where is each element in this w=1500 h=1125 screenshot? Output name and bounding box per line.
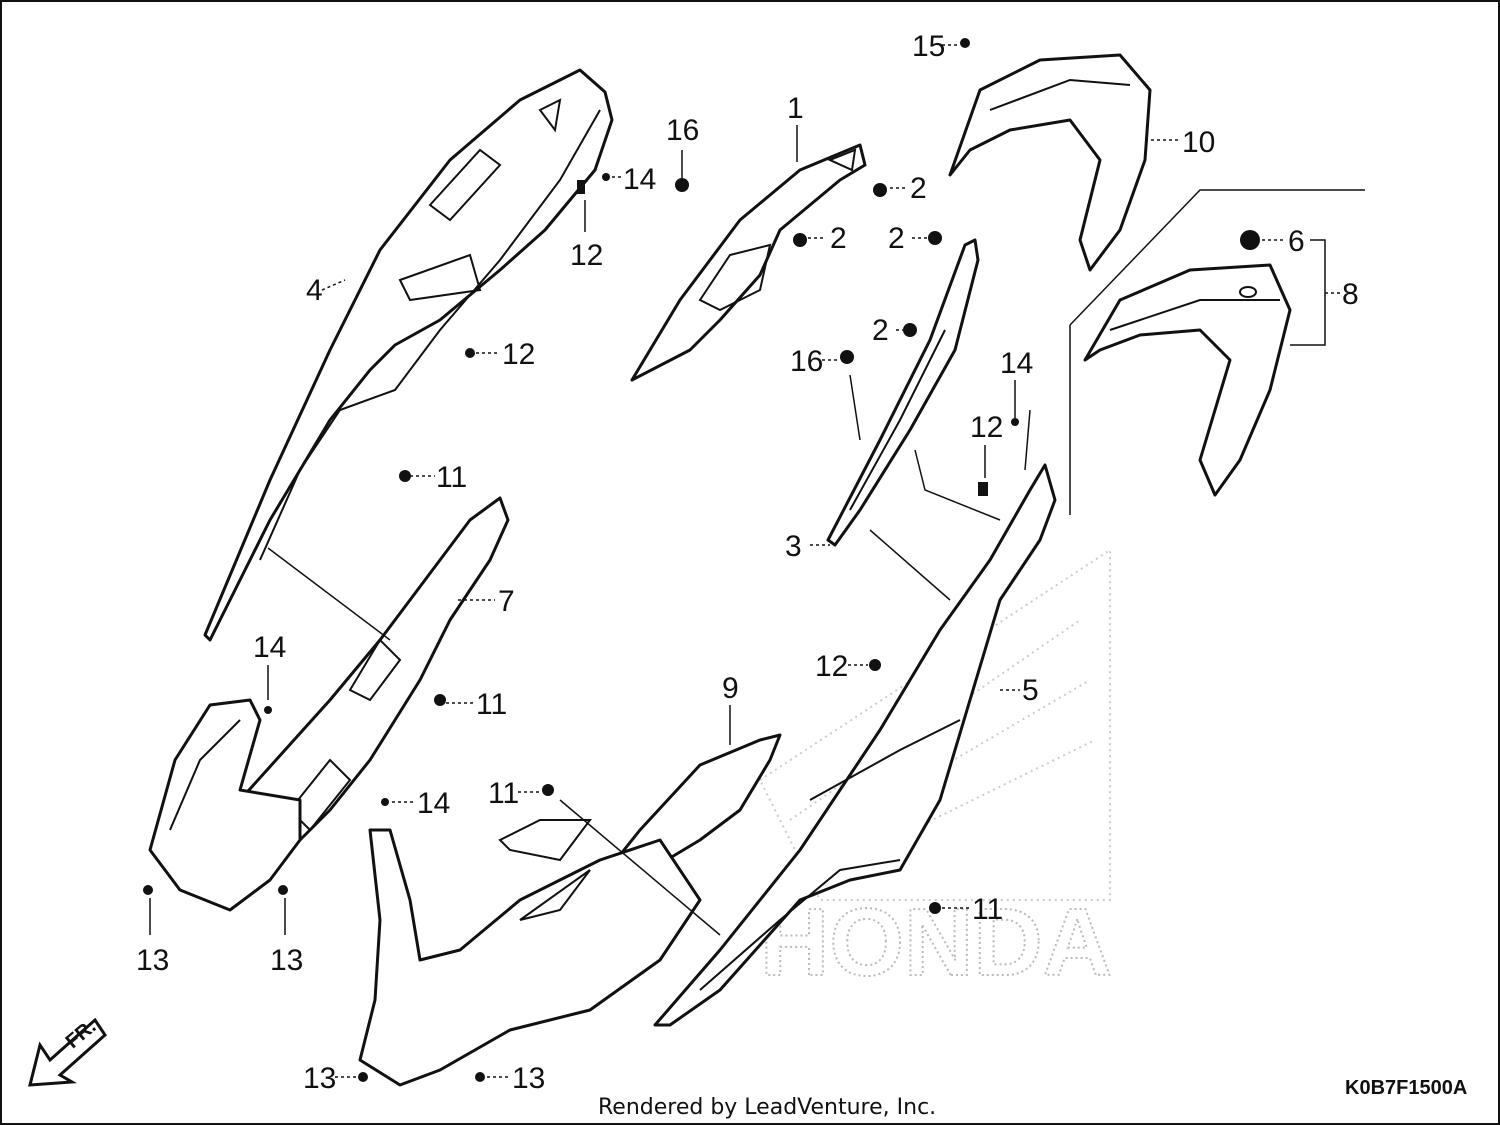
callout-12[interactable]: 12 [970,411,1003,444]
callout-13[interactable]: 13 [512,1062,545,1095]
footer-credit: Rendered by LeadVenture, Inc. [598,1095,936,1120]
clip-13-icon [143,885,153,895]
callout-11[interactable]: 11 [436,461,467,494]
part-floor-cover-lower[interactable] [358,819,702,1087]
callout-14[interactable]: 14 [623,163,656,196]
callout-13[interactable]: 13 [136,944,169,977]
hardware-fasteners [143,38,1260,1082]
callout-labels: 1 2 2 2 2 3 4 5 6 7 8 9 10 11 11 11 11 1… [136,30,1359,1095]
front-arrow-icon [28,1017,107,1087]
nut-2-icon [793,233,807,247]
bracket-line-8 [1069,189,1365,326]
callout-2[interactable]: 2 [910,172,927,205]
callout-11[interactable]: 11 [476,688,507,721]
assembly-leader-lines [267,374,1031,936]
screw-15-icon [960,38,970,48]
screw-11-icon [542,784,554,796]
diagram-code: K0B7F1500A [1345,1077,1467,1099]
part-5-side-cover-right[interactable] [653,463,1057,1027]
clip-14-icon [381,798,389,806]
callout-16[interactable]: 16 [666,114,699,147]
nut-2-icon [873,183,887,197]
screw-11-icon [929,902,941,914]
callout-5[interactable]: 5 [1022,674,1039,707]
cap-6-icon [1240,230,1260,250]
callout-3[interactable]: 3 [785,530,802,563]
callout-2[interactable]: 2 [830,222,847,255]
clip-13-icon [278,885,288,895]
callout-8[interactable]: 8 [1342,278,1359,311]
callout-1[interactable]: 1 [787,92,804,125]
nut-2-icon [928,231,942,245]
clip-12-icon [577,180,585,194]
clip-14-icon [264,706,272,714]
callout-11[interactable]: 11 [488,777,519,810]
callout-13[interactable]: 13 [270,944,303,977]
callout-14[interactable]: 14 [1000,347,1033,380]
part-7-center-cover[interactable] [238,496,510,852]
clip-12-icon [465,348,475,358]
callout-15[interactable]: 15 [912,30,945,63]
screw-11-icon [399,470,411,482]
callout-11[interactable]: 11 [972,893,1003,926]
callout-2[interactable]: 2 [888,222,905,255]
callout-16[interactable]: 16 [790,345,823,378]
clip-14-icon [1011,418,1019,426]
callout-7[interactable]: 7 [498,585,515,618]
callout-14[interactable]: 14 [417,787,450,820]
callout-4[interactable]: 4 [306,274,323,307]
clip-12-icon [978,482,988,496]
clip-12-icon [869,659,881,671]
callout-12[interactable]: 12 [815,650,848,683]
callout-leaders [149,44,1340,1078]
part-floor-panel-left[interactable] [148,698,302,912]
clip-13-icon [358,1072,368,1082]
callout-9[interactable]: 9 [722,672,739,705]
callout-10[interactable]: 10 [1182,126,1215,159]
part-3-side-garnish[interactable] [826,238,980,547]
callout-12[interactable]: 12 [570,239,603,272]
bolt-16-upper-icon [675,178,689,192]
part-10-rear-center-cover[interactable] [948,53,1152,272]
part-1-grab-rail-cover[interactable] [630,143,867,382]
callout-6[interactable]: 6 [1288,225,1305,258]
part-4-side-cover-left[interactable] [203,68,614,642]
callout-12[interactable]: 12 [502,338,535,371]
clip-13-icon [475,1072,485,1082]
clip-14-icon [602,173,610,181]
nut-2-icon [903,323,917,337]
screw-11-icon [434,694,446,706]
callout-2[interactable]: 2 [872,314,889,347]
bolt-16-lower-icon [840,350,854,364]
callout-13[interactable]: 13 [303,1062,336,1095]
part-8-rear-cover-assy[interactable] [1083,263,1292,497]
callout-14[interactable]: 14 [253,631,286,664]
